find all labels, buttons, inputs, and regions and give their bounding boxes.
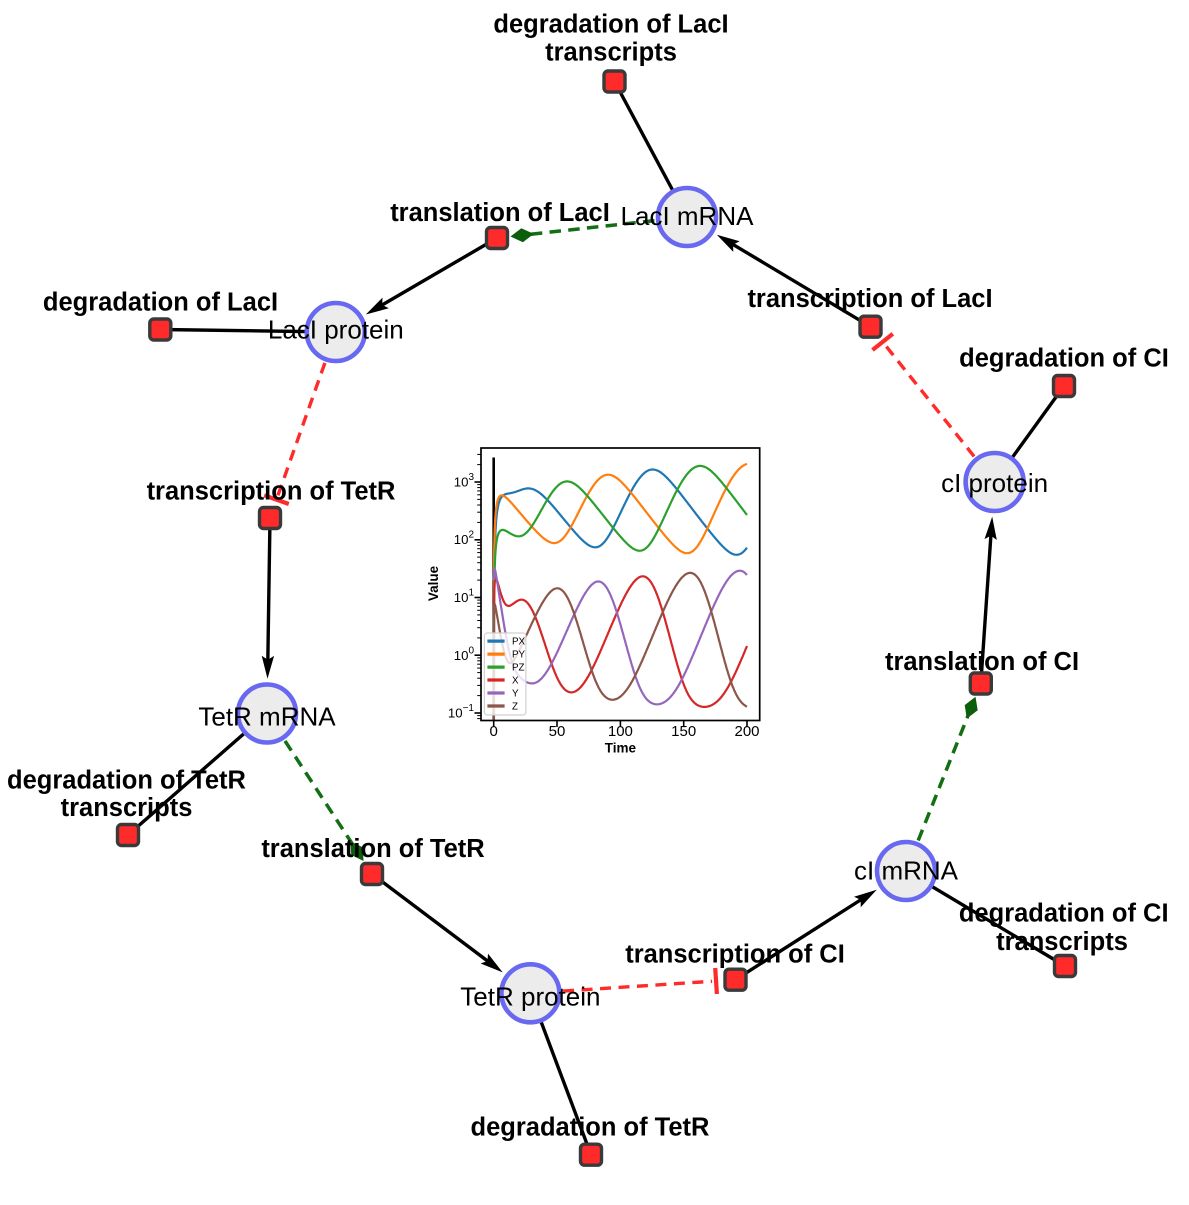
svg-text:Time: Time: [605, 741, 637, 756]
svg-text:PX: PX: [512, 637, 526, 648]
svg-text:transcription of TetR: transcription of TetR: [147, 478, 396, 506]
svg-text:cI protein: cI protein: [941, 468, 1048, 498]
svg-text:degradation of LacI: degradation of LacI: [43, 289, 278, 317]
svg-text:PZ: PZ: [512, 663, 525, 674]
svg-text:Z: Z: [512, 701, 518, 712]
svg-text:transcripts: transcripts: [61, 794, 193, 822]
svg-text:transcripts: transcripts: [996, 928, 1128, 956]
svg-text:150: 150: [671, 723, 696, 740]
svg-text:Y: Y: [512, 688, 519, 699]
svg-text:LacI protein: LacI protein: [268, 315, 404, 345]
svg-text:translation of TetR: translation of TetR: [261, 835, 484, 863]
svg-text:translation of LacI: translation of LacI: [390, 199, 610, 227]
svg-text:LacI mRNA: LacI mRNA: [621, 201, 755, 231]
svg-text:transcription of CI: transcription of CI: [625, 940, 845, 968]
svg-text:cI mRNA: cI mRNA: [854, 856, 959, 886]
svg-text:translation of CI: translation of CI: [885, 648, 1079, 676]
svg-text:100: 100: [608, 723, 633, 740]
svg-text:degradation of CI: degradation of CI: [959, 900, 1169, 928]
svg-text:TetR mRNA: TetR mRNA: [198, 702, 336, 732]
svg-text:PY: PY: [512, 650, 526, 661]
svg-text:degradation of CI: degradation of CI: [959, 345, 1169, 373]
svg-text:200: 200: [734, 723, 759, 740]
svg-text:50: 50: [549, 723, 566, 740]
svg-text:degradation of LacI: degradation of LacI: [493, 11, 728, 39]
svg-text:X: X: [512, 675, 519, 686]
svg-text:degradation of TetR: degradation of TetR: [7, 767, 246, 795]
svg-text:TetR protein: TetR protein: [460, 982, 600, 1012]
svg-text:Value: Value: [426, 565, 441, 601]
svg-text:transcription of LacI: transcription of LacI: [747, 285, 992, 313]
svg-text:transcripts: transcripts: [545, 39, 677, 67]
svg-text:0: 0: [490, 723, 498, 740]
svg-text:degradation of TetR: degradation of TetR: [471, 1114, 710, 1142]
